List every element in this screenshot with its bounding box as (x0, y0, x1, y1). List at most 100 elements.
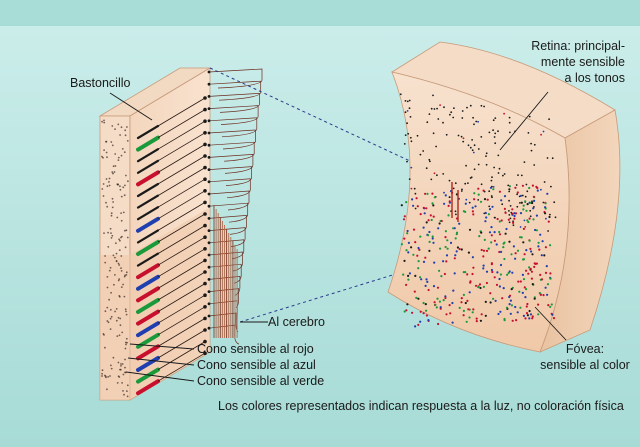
retina-dot (473, 198, 476, 201)
retina-dot (488, 208, 492, 211)
retina-dot (434, 303, 437, 306)
retina-dot (504, 232, 507, 235)
retina-dot (489, 186, 493, 189)
retina-dot (554, 216, 557, 219)
neuron-node (207, 70, 211, 74)
retina-dot (544, 212, 547, 215)
retina-dot (460, 301, 463, 304)
retina-dot (444, 296, 447, 300)
retina-dot (501, 203, 504, 206)
top-band (0, 0, 640, 26)
retina-dot (514, 186, 517, 189)
retina-dot (532, 218, 535, 221)
retina-dot (494, 132, 497, 135)
retina-dot (487, 213, 490, 216)
retina-dot (465, 198, 468, 201)
block-speckle (108, 298, 110, 301)
retina-dot (442, 299, 445, 302)
retina-dot (492, 129, 494, 132)
block-speckle (124, 366, 126, 369)
photoreceptor-axon (157, 236, 206, 266)
retina-dot (433, 172, 436, 175)
retina-dot (428, 158, 431, 161)
neuron-node (207, 314, 211, 318)
retina-dot (516, 249, 520, 252)
retina-dot (549, 305, 552, 308)
retina-dot (435, 306, 438, 309)
retina-dot (406, 303, 409, 306)
block-speckle (112, 254, 115, 257)
retina-dot (519, 306, 522, 309)
block-speckle (104, 261, 107, 264)
retina-dot (466, 299, 469, 302)
retina-dot (480, 313, 483, 316)
block-speckle (107, 376, 109, 378)
neuron-fiber (208, 129, 256, 150)
retina-dot (473, 123, 475, 126)
retina-dot (455, 231, 459, 234)
retina-dot (413, 290, 416, 293)
retina-dot (528, 309, 531, 313)
retina-dot (489, 292, 492, 295)
photoreceptor-blue (136, 321, 160, 338)
retina-dot (482, 264, 485, 267)
label-fovea-line-2: sensible al color (540, 358, 630, 372)
retina-dot (439, 104, 441, 106)
photoreceptor-red (136, 309, 160, 326)
block-speckle (121, 331, 124, 334)
retina-chunk (387, 41, 621, 353)
block-speckle (119, 368, 121, 371)
retina-dot (424, 284, 427, 287)
retina-dot (443, 272, 446, 276)
retina-dot (472, 116, 474, 119)
retina-dot (475, 317, 478, 320)
photoreceptor-red (136, 263, 160, 280)
retina-dot (444, 295, 447, 298)
retina-dot (488, 205, 491, 208)
figure-caption: Los colores representados indican respue… (218, 399, 624, 413)
photoreceptor-axon (157, 109, 206, 138)
block-speckle (108, 177, 111, 180)
block-speckle (120, 267, 122, 269)
retina-dot (528, 239, 531, 242)
block-speckle (124, 308, 127, 311)
retina-dot (514, 257, 517, 260)
retina-dot (531, 283, 534, 286)
retina-dot (542, 130, 545, 133)
retina-dot (528, 266, 531, 269)
neuron-node (207, 168, 211, 172)
retina-dot (431, 192, 434, 195)
retina-dot (411, 311, 414, 314)
photoreceptor-blue (136, 356, 160, 372)
neuron-node (207, 119, 211, 123)
retina-dot (409, 116, 412, 118)
block-speckle (125, 271, 128, 274)
retina-dot (532, 195, 536, 198)
retina-dot (458, 306, 461, 309)
block-speckle (105, 376, 107, 379)
retina-dot (436, 107, 438, 110)
retina-dot (414, 241, 417, 244)
retina-dot (516, 205, 519, 208)
synapse-dot (203, 189, 207, 193)
retina-dot (485, 270, 489, 273)
retina-dot (412, 228, 416, 231)
retina-dot (406, 122, 408, 125)
retina-dot (492, 188, 495, 191)
retina-dot (524, 317, 527, 320)
retina-dot (453, 107, 455, 109)
block-speckle (124, 246, 127, 249)
block-speckle (106, 205, 109, 208)
block-speckle (119, 324, 122, 327)
retina-dot (414, 207, 417, 210)
retina-dot (408, 107, 411, 110)
retina-dot (508, 199, 510, 202)
retina-dot (455, 250, 458, 253)
neuron-node (207, 278, 211, 281)
retina-dot (540, 188, 542, 191)
retina-dot (546, 283, 550, 286)
block-speckle (110, 214, 113, 217)
retina-dot (467, 182, 469, 185)
retina-dot (537, 313, 540, 316)
retina-dot (450, 111, 453, 114)
